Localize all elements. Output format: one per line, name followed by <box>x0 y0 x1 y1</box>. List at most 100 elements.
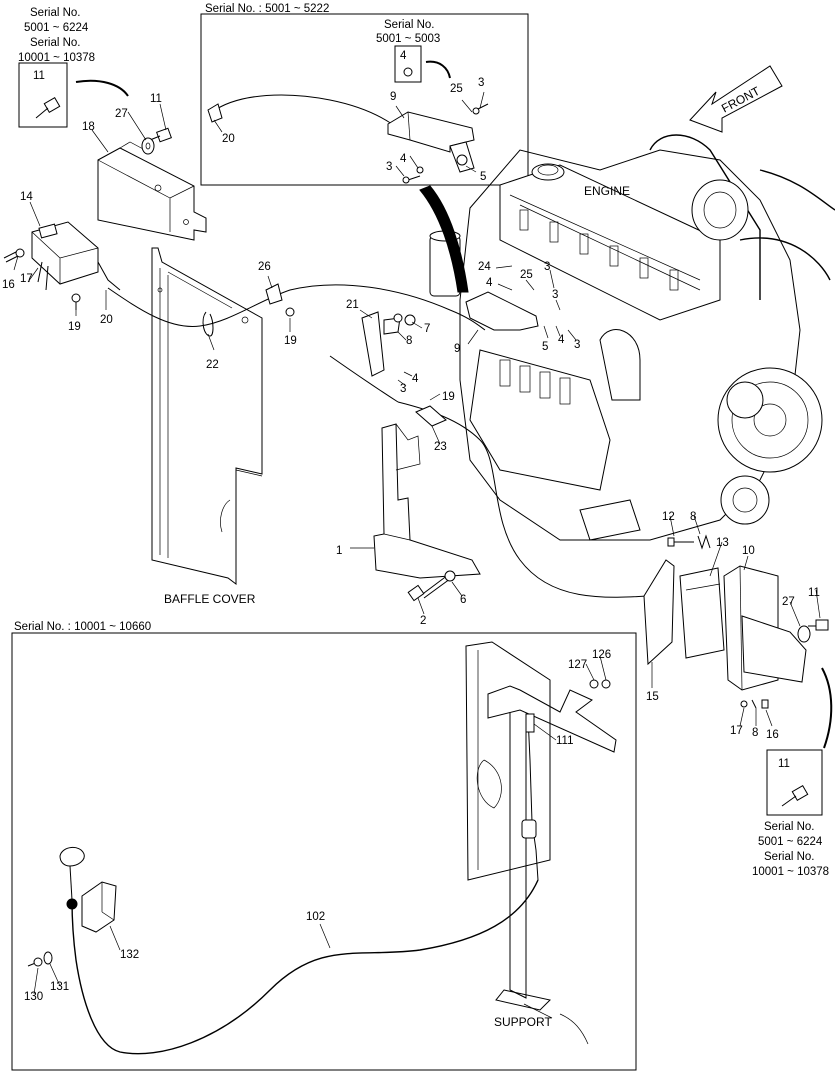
engine-block <box>429 134 835 541</box>
callout-19: 19 <box>442 391 455 403</box>
br-serial-range-1: 5001 ~ 6224 <box>758 836 823 848</box>
callout-24: 24 <box>478 261 491 273</box>
clamp-20-top <box>207 103 223 123</box>
bracket-132 <box>81 881 117 933</box>
callout-9: 9 <box>454 343 460 355</box>
bracket-9-mid <box>465 291 539 331</box>
callout-3: 3 <box>400 383 406 395</box>
callout-20: 20 <box>100 314 113 326</box>
callout-3: 3 <box>386 161 392 173</box>
top-box-title: Serial No. : 5001 ~ 5222 <box>205 3 329 15</box>
bolt-16-left <box>3 248 25 263</box>
bolt-11-right <box>808 619 829 631</box>
callout-25: 25 <box>520 269 533 281</box>
bolt-11-upper <box>149 127 172 143</box>
callout-13: 13 <box>716 537 729 549</box>
br-serial-range-2: 10001 ~ 10378 <box>752 866 829 878</box>
bolt-11-br-inset <box>781 784 809 807</box>
callout-22: 22 <box>206 359 219 371</box>
callout-23: 23 <box>434 441 447 453</box>
washer-27-upper <box>141 137 155 155</box>
callout-8: 8 <box>752 727 758 739</box>
callout-4: 4 <box>400 50 407 62</box>
callout-4: 4 <box>400 153 407 165</box>
lever-5-top <box>449 141 475 173</box>
baffle-cover-label: BAFFLE COVER <box>164 592 256 606</box>
unit-13 <box>679 567 725 659</box>
callout-3: 3 <box>478 77 484 89</box>
callout-10: 10 <box>742 545 755 557</box>
callout-27: 27 <box>115 108 128 120</box>
br-serial-inset-box <box>766 749 823 816</box>
callout-7: 7 <box>424 323 430 335</box>
bracket-23 <box>415 405 447 427</box>
inset-arrow-br <box>821 667 833 749</box>
callout-4: 4 <box>412 373 419 385</box>
callout-1: 1 <box>336 545 342 557</box>
plate-15 <box>643 559 675 666</box>
top-box-arrow <box>419 185 469 293</box>
inset-arrow-tl <box>75 79 129 97</box>
top-inner-serial-label: Serial No. <box>384 19 435 31</box>
knob-handle <box>59 847 85 910</box>
clamp-26 <box>265 283 283 305</box>
callout-5: 5 <box>480 171 486 183</box>
bottom-box-title: Serial No. : 10001 ~ 10660 <box>14 621 151 633</box>
cable-102 <box>71 879 539 1055</box>
callout-11: 11 <box>808 587 820 599</box>
callout-11: 11 <box>33 70 45 82</box>
callout-16: 16 <box>766 729 779 741</box>
nut-127-126 <box>589 679 611 689</box>
bracket-21 <box>361 311 401 377</box>
washer-131 <box>43 951 53 965</box>
callout-20: 20 <box>222 133 235 145</box>
callout-19: 19 <box>68 321 81 333</box>
cable-22-loop <box>202 311 214 337</box>
nut-4-inset <box>403 67 413 77</box>
tl-serial-label-2: Serial No. <box>30 37 81 49</box>
top-inner-serial-box <box>394 45 422 83</box>
callout-126: 126 <box>592 649 611 661</box>
support-label: SUPPORT <box>494 1015 552 1029</box>
engine-label: ENGINE <box>584 184 630 198</box>
callout-3: 3 <box>552 289 558 301</box>
cable-20-22 <box>107 284 486 331</box>
callout-127: 127 <box>568 659 587 671</box>
callout-12: 12 <box>662 511 675 523</box>
cable-main-right <box>397 401 661 598</box>
bolt-19-mid <box>285 307 295 317</box>
top-inner-serial-range: 5001 ~ 5003 <box>376 33 440 45</box>
callout-15: 15 <box>646 691 659 703</box>
tl-serial-range-1: 5001 ~ 6224 <box>24 22 89 34</box>
bracket-1 <box>373 423 481 579</box>
callout-4: 4 <box>558 334 565 346</box>
bracket-10 <box>723 565 807 691</box>
baffle-cover <box>151 247 263 585</box>
callout-5: 5 <box>542 341 548 353</box>
callout-8: 8 <box>690 511 696 523</box>
callout-19: 19 <box>284 335 297 347</box>
washer-27-right <box>797 625 811 643</box>
cable-rod-21 <box>329 355 399 403</box>
callout-18: 18 <box>82 121 95 133</box>
bolt-11-inset <box>35 96 61 119</box>
callout-8: 8 <box>406 335 412 347</box>
callout-130: 130 <box>24 991 43 1003</box>
callout-6: 6 <box>460 594 466 606</box>
callout-11: 11 <box>150 93 162 105</box>
bracket-18 <box>97 141 207 241</box>
cable-top-box <box>211 94 393 125</box>
br-serial-label-2: Serial No. <box>764 851 815 863</box>
callout-27: 27 <box>782 596 795 608</box>
br-serial-label-1: Serial No. <box>764 821 815 833</box>
cable-111 <box>521 713 539 881</box>
callout-111: 111 <box>556 735 573 747</box>
bolt-130 <box>27 957 43 967</box>
tl-serial-range-2: 10001 ~ 10378 <box>18 52 95 64</box>
callout-3: 3 <box>574 339 580 351</box>
callout-2: 2 <box>420 615 426 627</box>
nut-6 <box>444 570 456 582</box>
callout-17: 17 <box>730 725 743 737</box>
callout-17: 17 <box>20 273 33 285</box>
